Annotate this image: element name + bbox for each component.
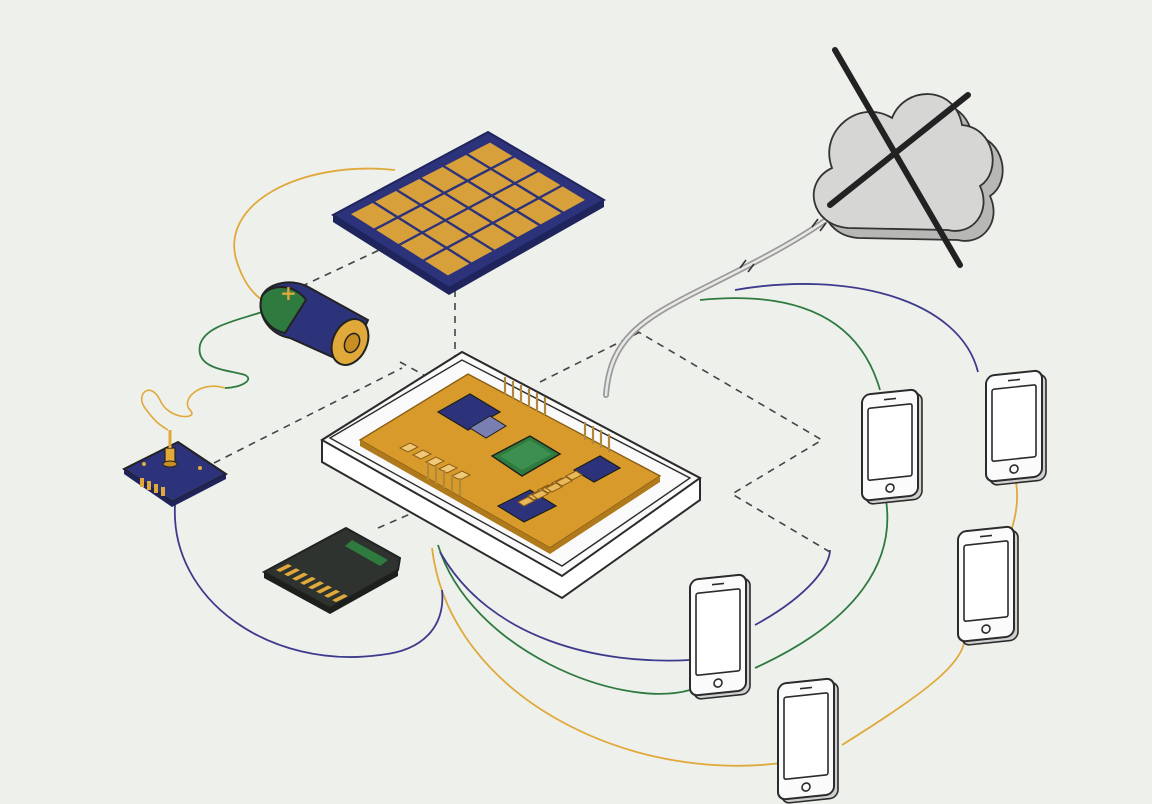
pcb-cell [424,456,446,467]
sd-contact [332,594,348,603]
pcb-pad [517,496,535,507]
dash-antenna-node [213,367,403,464]
smartphone-icon [957,525,1019,646]
sd-contact [292,572,308,581]
battery-icon: + [259,281,370,366]
arc-green-top [699,297,881,391]
connection-arcs [174,167,1019,767]
arc-purple-top [734,283,979,373]
smartphones [689,369,1047,804]
arc-purple-mid [439,551,691,662]
pcb-memory-strip [398,442,472,481]
solar-grid-line [398,169,539,247]
arc-gold-phones [1011,481,1019,529]
pcb-pad [565,470,583,481]
circuit-board-icon [320,350,702,600]
arc-gold-right [841,639,966,746]
sd-contact [300,576,316,585]
sd-contact [276,564,292,572]
dash-node-right-1 [634,329,831,553]
pcb-pad [545,482,563,493]
pcb-pad [555,476,573,487]
smartphone-icon [777,677,839,804]
smartphone-icon [861,388,923,505]
pcb-cell [411,449,433,460]
antenna-coil-wire [140,385,226,431]
wire-battery-antenna [198,309,269,389]
pcb-pad-grid [517,470,583,507]
solar-panel-icon [331,130,607,295]
sd-contact [308,581,324,590]
header-pins [426,377,611,496]
antenna-icon [122,430,228,507]
pcb-cell [450,470,472,481]
arc-solar-battery [233,167,396,301]
pcb-cell [398,442,420,453]
sd-contact [284,568,300,577]
solar-grid-line [373,155,515,231]
solar-grid-line [422,184,563,262]
smartphone-icon [985,369,1047,486]
arc-green-right [754,499,889,669]
sd-card-icon [261,526,402,614]
pcb-pad [531,489,549,500]
sd-contact [316,585,332,594]
broken-cable [603,207,843,398]
cloud-crossed-icon [812,47,1004,268]
battery-plus-sign: + [280,281,297,305]
solar-cell-grid [372,152,564,265]
smartphone-icon [689,573,751,700]
arc-gold-bottom [431,547,801,767]
dash-solar-to-node-left [267,244,391,303]
arc-green-bottom [437,544,691,695]
sd-contact [324,589,340,598]
sd-card-contacts [276,564,348,603]
arc-purple-left [174,504,444,658]
arc-purple-right [754,549,831,626]
